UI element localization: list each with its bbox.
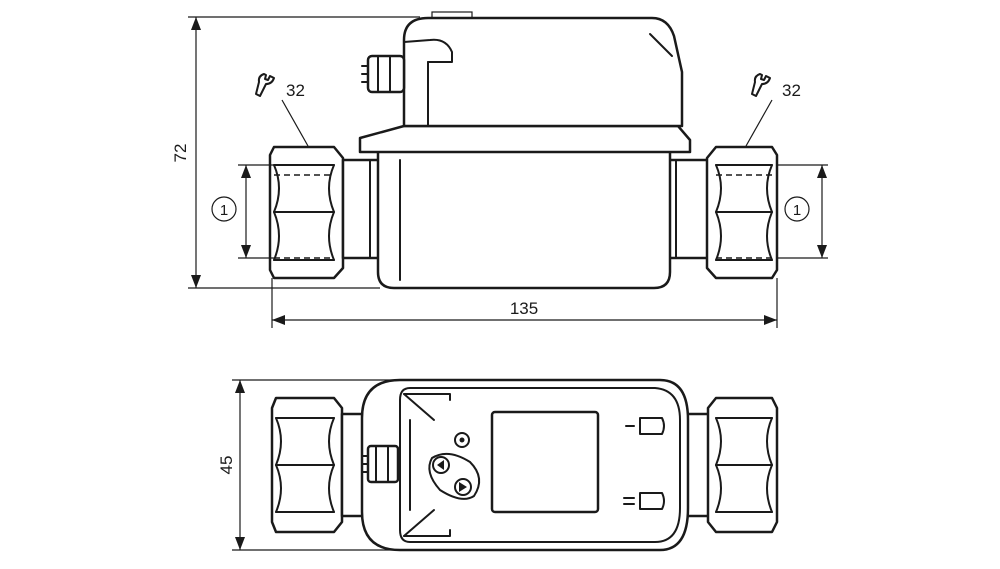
right-thread-dimension: 1 <box>777 164 828 259</box>
wrench-icon <box>751 73 771 97</box>
right-thread-marker: 1 <box>793 202 801 219</box>
switch-indicator-2 <box>623 492 665 510</box>
right-wrench-callout: 32 <box>745 73 801 147</box>
housing-flange <box>358 124 692 154</box>
left-wrench-callout: 32 <box>255 73 309 147</box>
width-dimension: 45 <box>217 379 400 551</box>
left-thread-marker: 1 <box>220 202 228 219</box>
right-wrench-size: 32 <box>782 81 801 100</box>
right-top-nut <box>706 396 779 534</box>
left-top-nut <box>270 396 344 534</box>
left-fitting-nut <box>268 145 345 280</box>
arrow-up-button-icon[interactable] <box>432 456 450 474</box>
display-screen <box>490 410 600 514</box>
height-dimension: 72 <box>171 16 420 289</box>
top-connector <box>361 444 400 484</box>
m12-connector <box>361 54 406 94</box>
sensor-housing <box>376 148 672 290</box>
height-value: 72 <box>171 144 190 163</box>
left-pipe-stub <box>341 158 382 260</box>
width-value: 45 <box>217 456 236 475</box>
left-wrench-size: 32 <box>286 81 305 100</box>
left-thread-dimension: 1 <box>211 164 274 259</box>
length-value: 135 <box>510 299 538 318</box>
status-led-icon <box>454 432 470 448</box>
arrow-down-button-icon[interactable] <box>454 478 472 496</box>
right-fitting-nut <box>705 145 779 280</box>
top-view: 45 <box>217 378 779 552</box>
housing-top-cap <box>402 16 684 128</box>
wrench-icon <box>255 73 275 97</box>
length-dimension: 135 <box>271 278 778 328</box>
side-view: 72 1 1 135 <box>171 11 828 328</box>
switch-indicator-1 <box>625 417 665 435</box>
button-pad <box>428 452 481 500</box>
